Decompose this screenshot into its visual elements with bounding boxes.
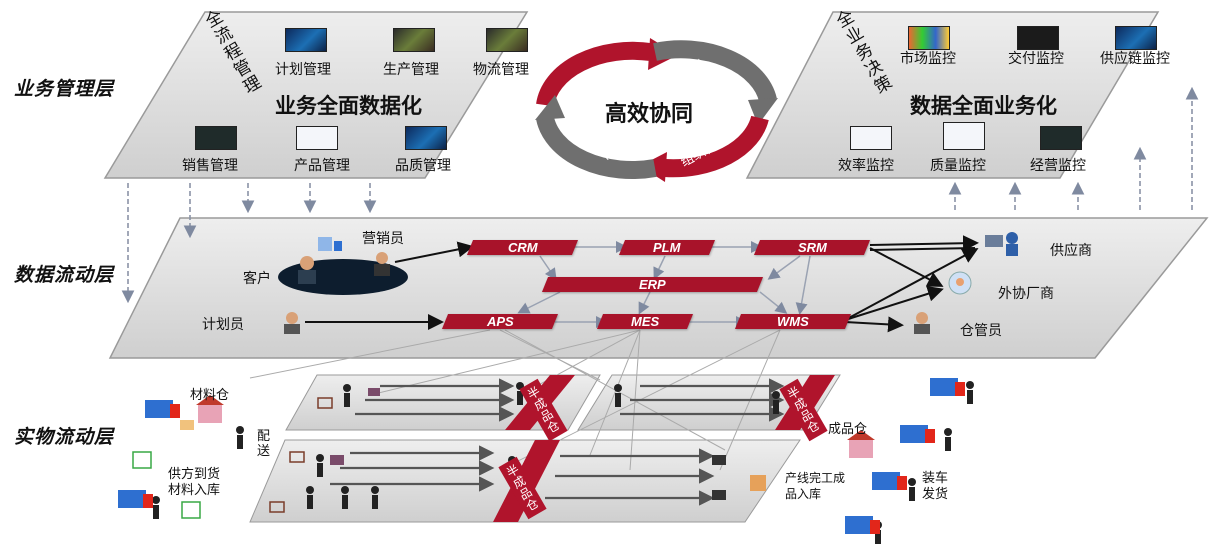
system-crm[interactable]: CRM (466, 240, 579, 255)
module-logistics[interactable]: 物流管理 (473, 61, 529, 77)
sales-thumbnail (195, 126, 237, 150)
monitor-market[interactable]: 市场监控 (900, 50, 956, 66)
product-thumbnail (296, 126, 338, 150)
operations-thumbnail (1040, 126, 1082, 150)
module-product[interactable]: 产品管理 (294, 157, 350, 173)
logistics-thumbnail (486, 28, 528, 52)
efficiency-thumbnail (850, 126, 892, 150)
layer-label-physical: 实物流动层 (14, 427, 115, 448)
plan-thumbnail (285, 28, 327, 52)
label-supplier-arrival: 供方到货材料入库 (168, 466, 221, 497)
system-srm[interactable]: SRM (753, 240, 871, 255)
supply-chain-thumbnail (1115, 26, 1157, 50)
role-supplier: 供应商 (1050, 242, 1092, 258)
label-shipping: 装车发货 (922, 470, 949, 501)
system-mes[interactable]: MES (596, 314, 694, 329)
quality-thumbnail (405, 126, 447, 150)
quality-monitor-thumbnail (943, 122, 985, 150)
label-finished-goods: 成品仓 (828, 421, 868, 436)
right-panel-headline: 数据全面业务化 (910, 95, 1057, 118)
label-delivery: 配送 (257, 428, 271, 458)
left-panel-headline: 业务全面数据化 (275, 95, 422, 118)
role-planner: 计划员 (202, 316, 244, 332)
cycle-center-label: 高效协同 (605, 101, 694, 126)
monitor-supply-chain[interactable]: 供应链监控 (1100, 50, 1170, 66)
delivery-thumbnail (1017, 26, 1059, 50)
monitor-delivery[interactable]: 交付监控 (1008, 50, 1064, 66)
monitor-operations[interactable]: 经营监控 (1030, 157, 1086, 173)
role-warehouse-keeper: 仓管员 (960, 322, 1002, 338)
system-wms[interactable]: WMS (734, 314, 852, 329)
module-production[interactable]: 生产管理 (383, 61, 439, 77)
module-quality[interactable]: 品质管理 (395, 157, 451, 173)
monitor-quality[interactable]: 质量监控 (930, 157, 986, 173)
market-thumbnail (908, 26, 950, 50)
layer-label-data: 数据流动层 (14, 265, 115, 286)
system-plm[interactable]: PLM (618, 240, 716, 255)
system-aps[interactable]: APS (441, 314, 559, 329)
role-sales: 营销员 (362, 230, 404, 246)
role-customer: 客户 (243, 270, 271, 286)
layer-label-business: 业务管理层 (14, 79, 115, 100)
role-outsourcer: 外协厂商 (998, 285, 1054, 301)
label-material-warehouse: 材料仓 (190, 387, 230, 402)
production-thumbnail (393, 28, 435, 52)
cycle-diagram (535, 38, 778, 182)
module-sales[interactable]: 销售管理 (182, 157, 238, 173)
system-erp[interactable]: ERP (541, 277, 764, 292)
label-line-complete: 产线完工成品入库 (785, 471, 846, 501)
module-plan[interactable]: 计划管理 (275, 61, 331, 77)
monitor-efficiency[interactable]: 效率监控 (838, 157, 894, 173)
